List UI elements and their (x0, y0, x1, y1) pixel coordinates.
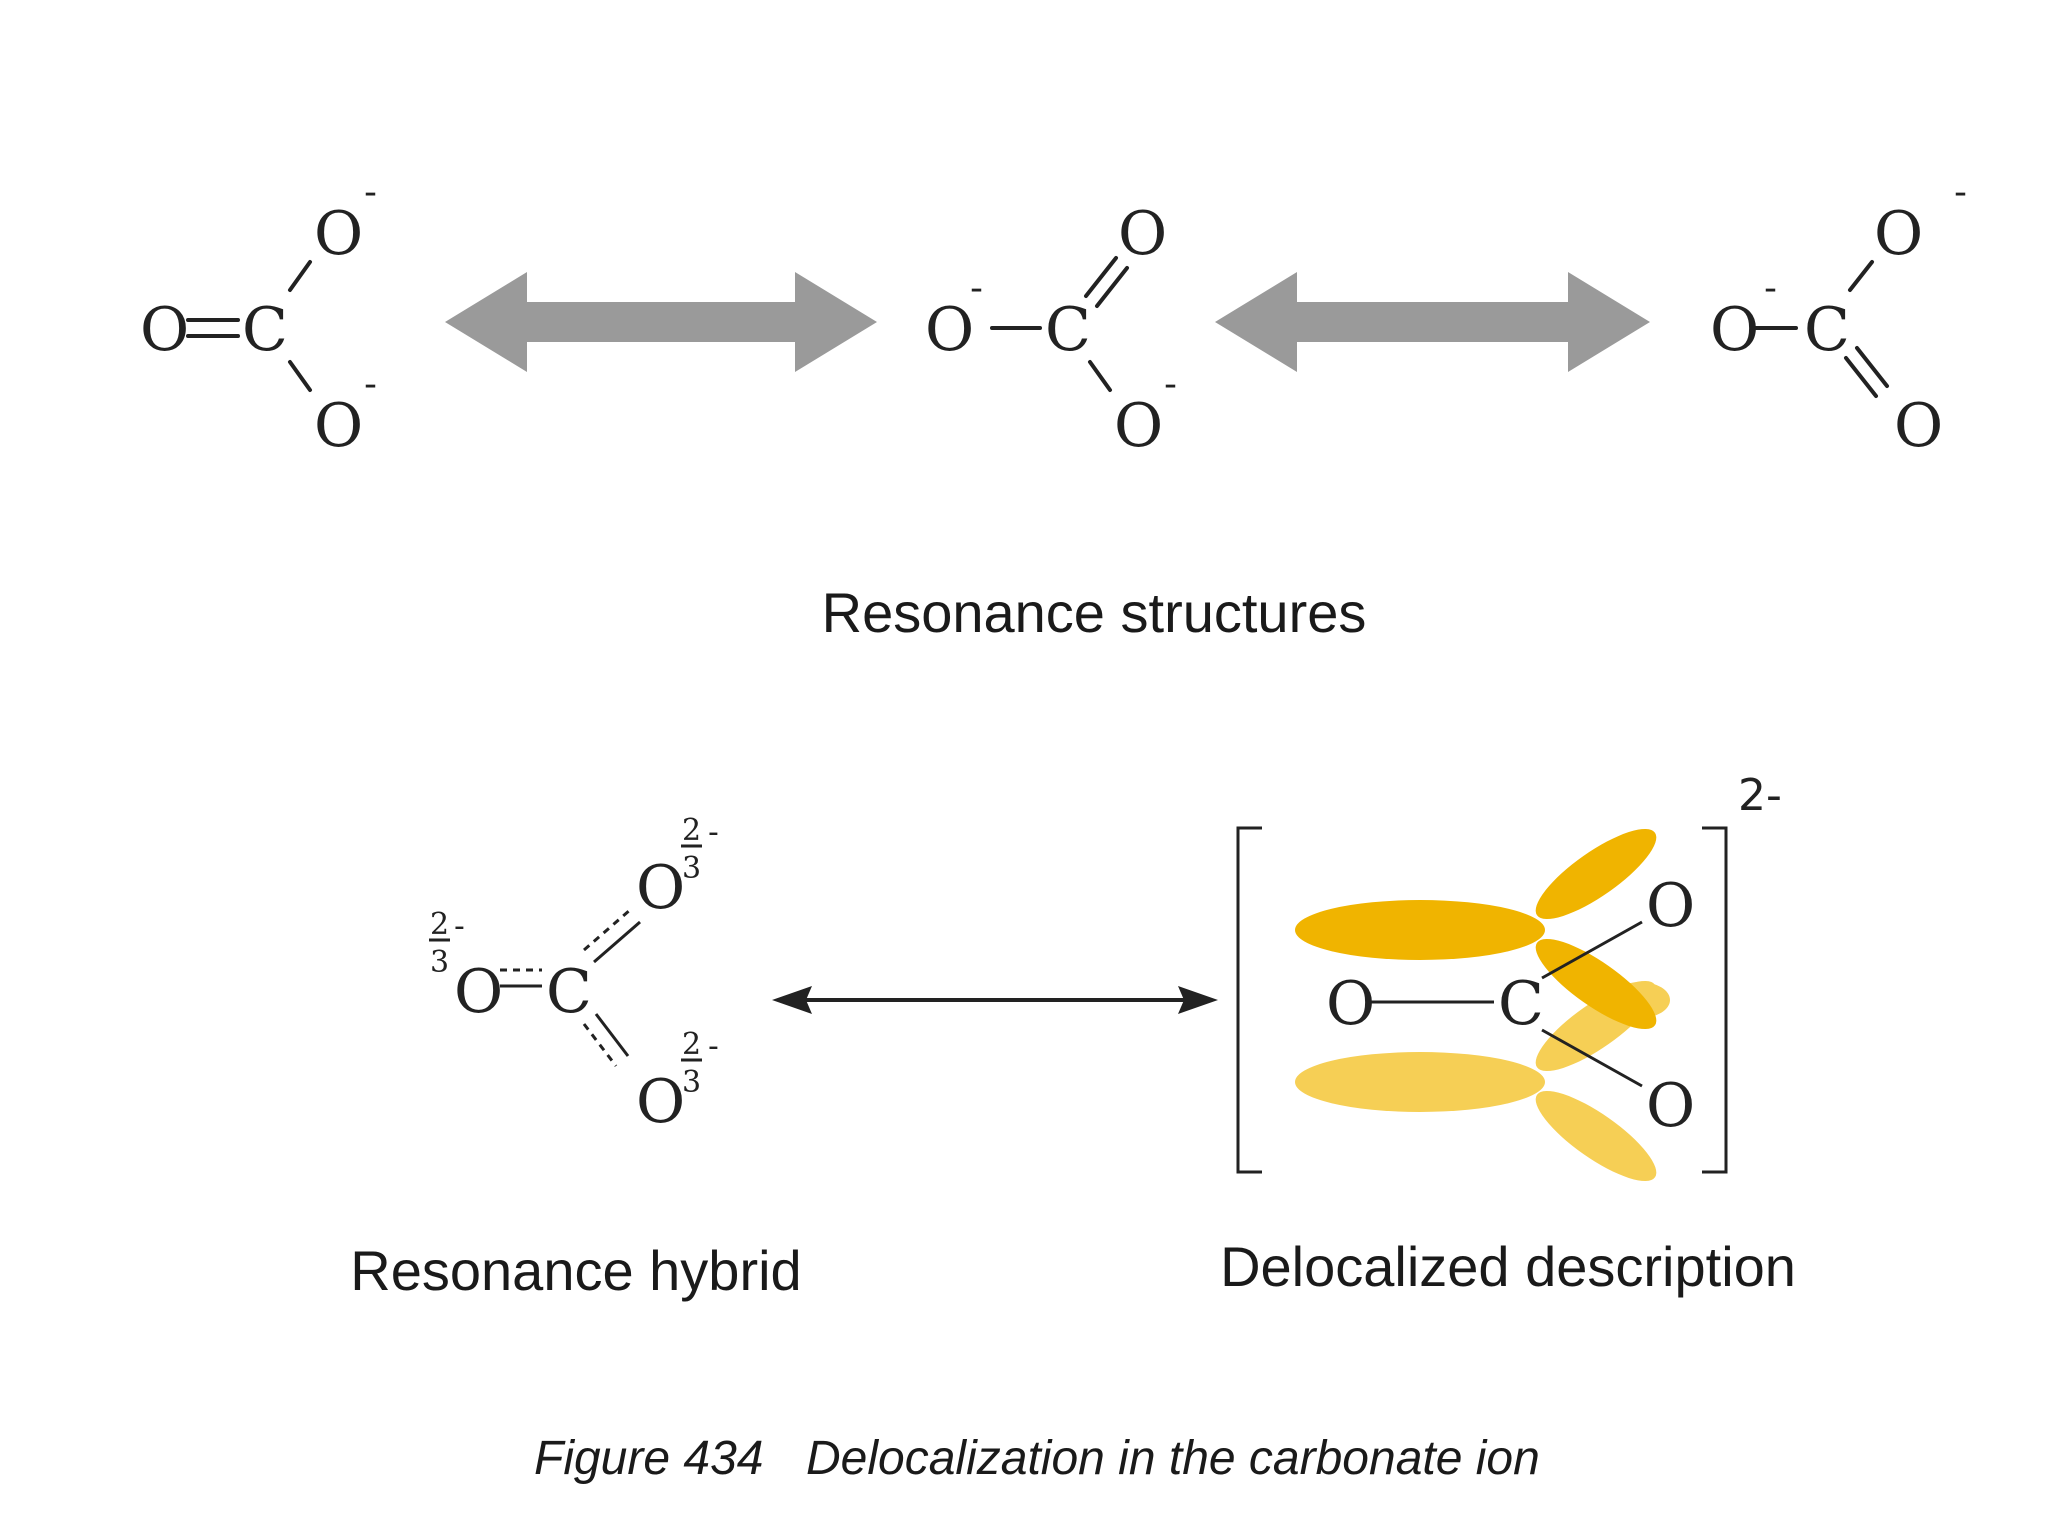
atom-oxygen: O (1114, 391, 1163, 461)
atom-oxygen: O (140, 295, 189, 365)
figure-caption-text: Delocalization in the carbonate ion (806, 1432, 1540, 1485)
atom-carbon: C (1045, 295, 1091, 365)
figure-number: Figure 434 (534, 1432, 763, 1485)
atom-oxygen: O (1710, 295, 1759, 365)
single-bond (1088, 360, 1112, 392)
atom-oxygen: O (314, 391, 363, 461)
resonance-arrow-1 (445, 272, 877, 372)
fraction-numerator: 2 (430, 907, 449, 942)
fraction-denominator: 3 (682, 851, 701, 886)
negative-charge: - (364, 364, 377, 405)
negative-charge: - (970, 268, 983, 309)
atom-oxygen: O (925, 295, 974, 365)
fraction-denominator: 3 (682, 1065, 701, 1100)
partial-bond-dashed (583, 908, 631, 952)
atom-oxygen: O (1894, 391, 1943, 461)
negative-charge: - (1764, 268, 1777, 309)
ion-charge: 2- (1738, 770, 1782, 821)
partial-bond-dashed (582, 1023, 618, 1067)
negative-charge: - (1954, 172, 1967, 213)
resonance-structures-caption: Resonance structures (822, 581, 1367, 644)
pi-orbital-lobe (1535, 1090, 1657, 1182)
right-bracket (1702, 826, 1728, 1174)
atom-carbon: C (1498, 969, 1544, 1039)
atom-oxygen: O (454, 957, 503, 1027)
double-headed-arrow-icon (445, 272, 877, 372)
delocalized-description-caption: Delocalized description (1220, 1235, 1796, 1298)
single-bond (288, 360, 312, 392)
pi-orbital-lobe (1535, 938, 1657, 1030)
fraction-denominator: 3 (430, 945, 449, 980)
sigma-bond (1541, 920, 1643, 980)
atom-oxygen: O (1118, 199, 1167, 269)
left-bracket (1236, 826, 1262, 1174)
arrow-head-left-icon (772, 986, 812, 1014)
atom-carbon: C (1804, 295, 1850, 365)
arrow-head-right-icon (1178, 986, 1218, 1014)
atom-oxygen: O (1646, 871, 1695, 941)
resonance-structure-2: O - C O O - (925, 199, 1177, 461)
fraction-numerator: 2 (682, 813, 701, 848)
atom-oxygen: O (1646, 1071, 1695, 1141)
resonance-arrow-2 (1215, 272, 1650, 372)
fraction-numerator: 2 (682, 1027, 701, 1062)
resonance-structure-3: O - C O - O (1710, 172, 1967, 461)
atom-carbon: C (546, 957, 592, 1027)
negative-charge: - (1164, 364, 1177, 405)
partial-charge-sign: - (454, 909, 465, 944)
partial-charge-sign: - (708, 1029, 719, 1064)
resonance-hybrid-caption: Resonance hybrid (350, 1239, 801, 1302)
double-bond (1095, 266, 1129, 308)
atom-oxygen: O (1874, 199, 1923, 269)
single-bond (288, 260, 312, 292)
double-headed-arrow-icon (1215, 272, 1650, 372)
double-bond (1844, 356, 1878, 398)
equivalence-arrow (772, 986, 1218, 1014)
single-bond (1848, 260, 1874, 292)
double-bond (1855, 346, 1889, 388)
atom-carbon: C (242, 295, 288, 365)
sigma-bond (1541, 1028, 1643, 1088)
atom-oxygen: O (1326, 969, 1375, 1039)
partial-charge-sign: - (708, 815, 719, 850)
pi-orbital-lobe (1295, 1052, 1545, 1112)
atom-oxygen: O (636, 1067, 685, 1137)
resonance-structure-1: O C O - O - (140, 172, 377, 461)
pi-orbital-lobe (1295, 900, 1545, 960)
negative-charge: - (364, 172, 377, 213)
partial-bond-solid (593, 920, 641, 964)
atom-oxygen: O (636, 853, 685, 923)
pi-orbital-lobe (1535, 828, 1657, 920)
atom-oxygen: O (314, 199, 363, 269)
partial-bond-solid (594, 1013, 630, 1057)
double-bond (1084, 256, 1118, 298)
resonance-hybrid: 2 3 - O C O 2 3 - O 2 3 - (429, 813, 719, 1137)
delocalized-description: O C O O 2- (1236, 770, 1782, 1182)
